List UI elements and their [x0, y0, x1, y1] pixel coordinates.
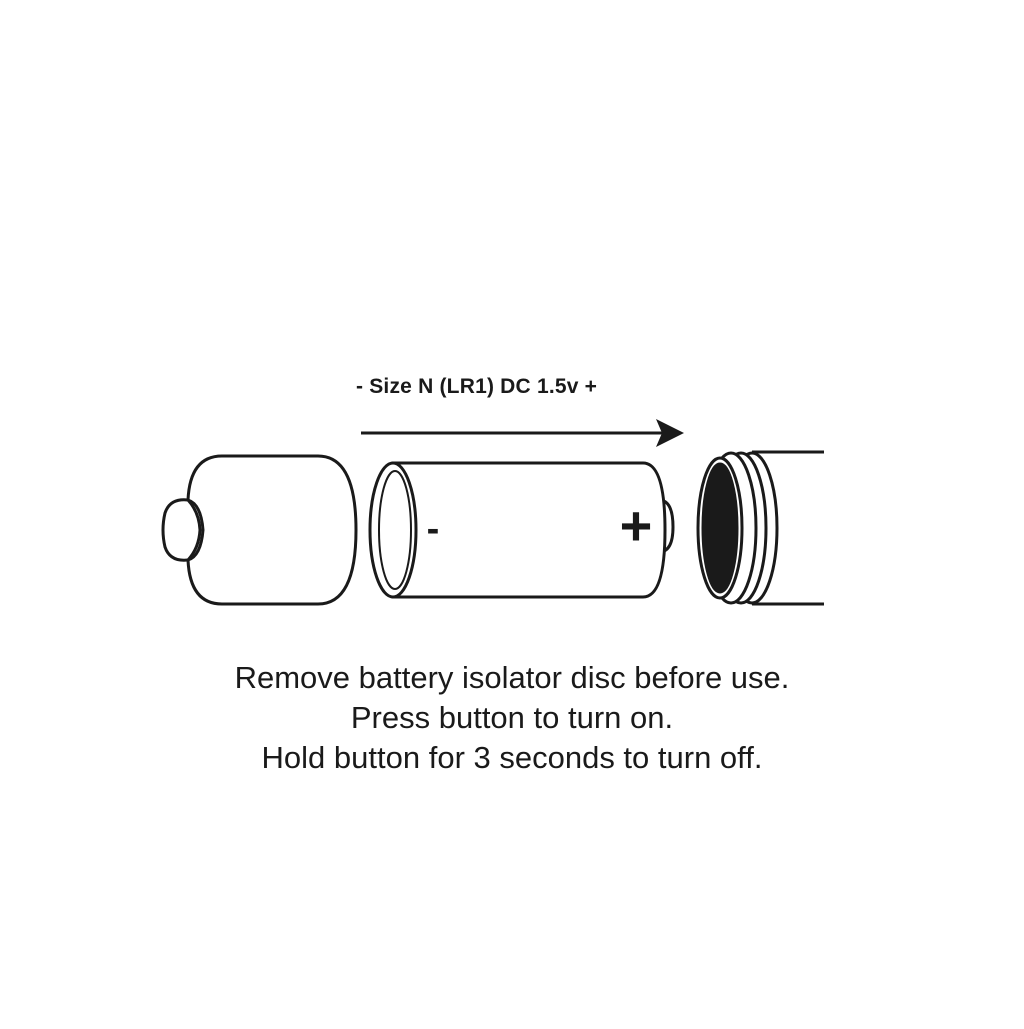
battery-icon — [368, 461, 675, 599]
battery-size-label: - Size N (LR1) DC 1.5v + — [356, 375, 598, 398]
direction-arrow-icon — [361, 419, 684, 447]
instructions-text: Remove battery isolator disc before use.… — [0, 658, 1024, 778]
battery-minus-symbol: - — [427, 508, 440, 550]
instruction-line-turn-on: Press button to turn on. — [350, 700, 674, 735]
instruction-line-turn-off: Hold button for 3 seconds to turn off. — [261, 740, 763, 775]
instruction-line-isolator: Remove battery isolator disc before use. — [234, 660, 790, 695]
battery-plus-symbol: + — [620, 494, 653, 557]
end-cap-icon — [161, 454, 358, 606]
device-body-icon — [696, 450, 824, 606]
